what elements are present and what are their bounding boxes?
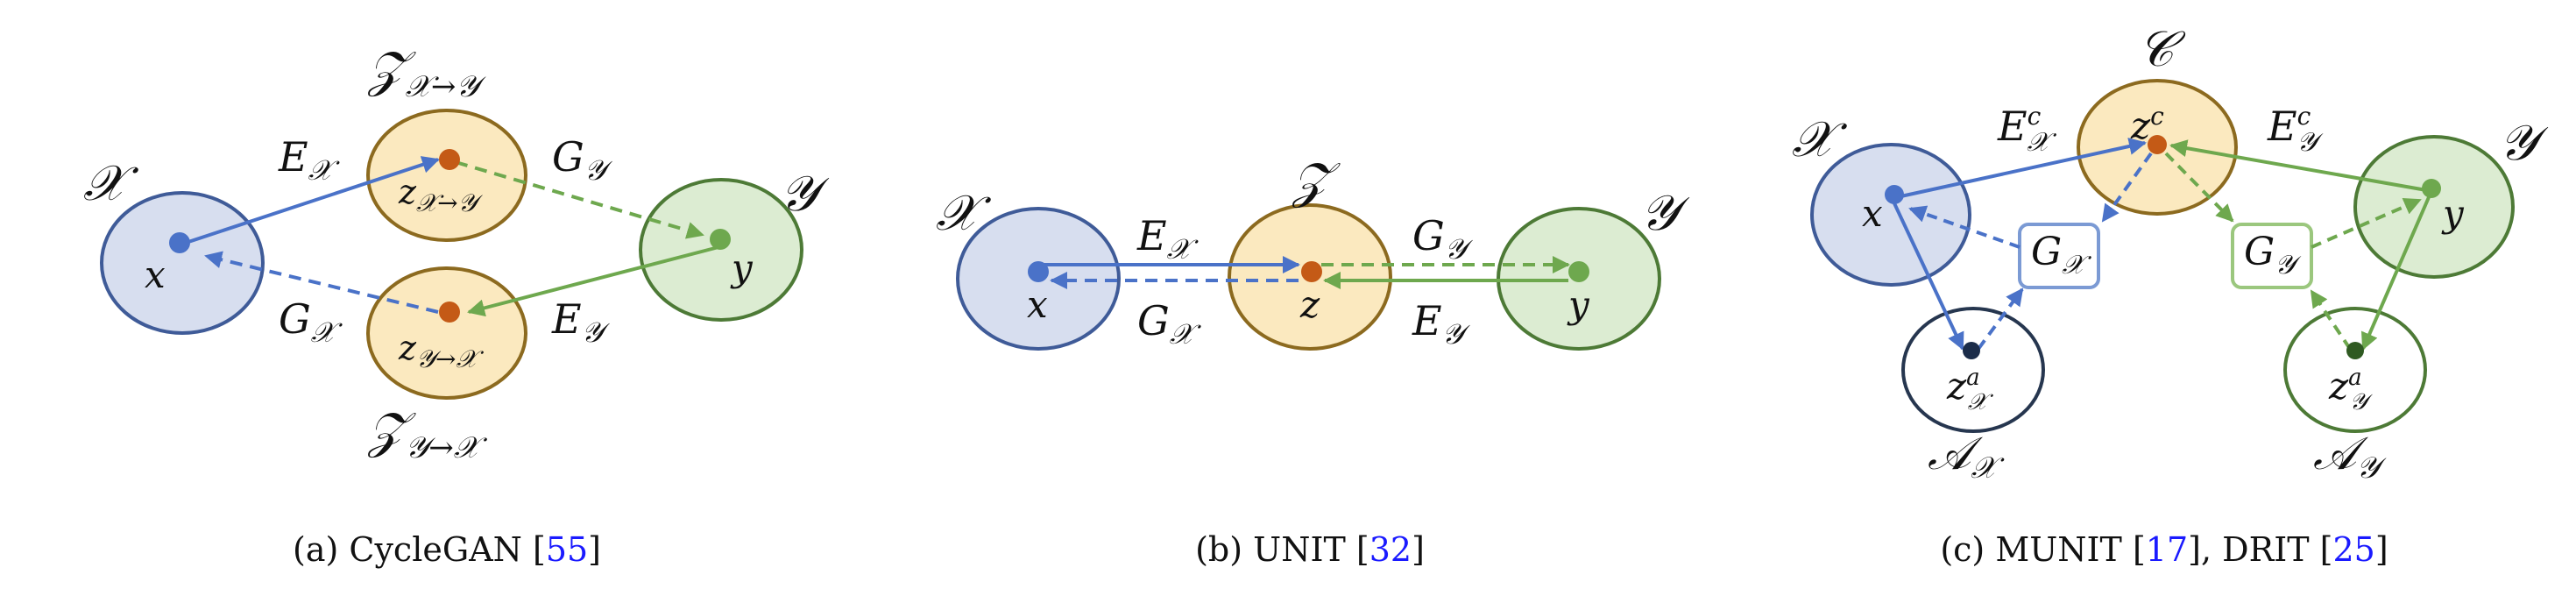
point-y-dot (710, 229, 731, 250)
point-za-y-dot (2346, 342, 2364, 359)
arrow-enc-style-y (2360, 196, 2431, 351)
latent-top-ellipse (366, 109, 527, 242)
style-x-ellipse (1901, 307, 2045, 433)
arrow-gy-to-y (2311, 198, 2422, 249)
panel-a-cyclegan: 𝒳 𝒴 𝒵𝒳→𝒴 𝒵𝒴→𝒳 x y z𝒳→𝒴 z𝒴→𝒳 E𝒳 G𝒴 G𝒳 E𝒴 … (83, 41, 830, 569)
encoder-y-label: E𝒴 (1412, 297, 1471, 351)
latent-z-label: 𝒵 (1292, 153, 1341, 209)
point-z-dot (1301, 261, 1322, 282)
encoder-y-label: E𝒴 (551, 295, 611, 349)
encoder-x-label: E𝒳 (278, 133, 341, 187)
point-zc-dot (2148, 135, 2167, 154)
arrow-style-to-gx (1977, 287, 2024, 351)
point-za-x-dot (1963, 342, 1980, 359)
domain-x-label: 𝒳 (83, 155, 139, 212)
domain-y-label: 𝒴 (780, 166, 830, 223)
citation-17[interactable]: 17 (2146, 530, 2188, 569)
domain-y-ellipse (2353, 135, 2515, 279)
point-x-label: x (1862, 192, 1883, 235)
citation-25[interactable]: 25 (2332, 530, 2374, 569)
generator-x-box (2018, 223, 2100, 289)
caption-c: (c) MUNIT [17], DRIT [25] (1940, 530, 2388, 569)
arrow-enc-style-x (1893, 202, 1964, 351)
arrow-content-to-gx (2101, 152, 2153, 223)
domain-y-ellipse (639, 178, 803, 322)
z-top-label: z𝒳→𝒴 (398, 173, 484, 217)
domain-y-label: 𝒴 (2499, 115, 2549, 172)
arrow-content-to-gy (2164, 152, 2234, 223)
arrow-enc-content-x (1896, 138, 2147, 199)
point-z-label: z (1299, 283, 1320, 326)
point-y-label: y (2441, 192, 2465, 235)
latent-bottom-ellipse (366, 266, 527, 400)
citation-55[interactable]: 55 (546, 530, 588, 569)
point-x-dot (1028, 261, 1049, 282)
citation-32[interactable]: 32 (1369, 530, 1412, 569)
caption-b: (b) UNIT [32] (1195, 530, 1425, 569)
point-x-dot (169, 232, 190, 253)
latent-top-label: 𝒵𝒳→𝒴 (367, 41, 486, 104)
domain-x-ellipse (1810, 143, 1971, 287)
style-set-x-label: 𝒜𝒳 (1928, 428, 2005, 486)
style-set-y-label: 𝒜𝒴 (2313, 428, 2387, 486)
generator-x-label: G𝒳 (279, 295, 343, 349)
z-bottom-label: z𝒴→𝒳 (398, 329, 484, 373)
caption-a: (a) CycleGAN [55] (293, 530, 601, 569)
arrow-gx-to-x (1908, 205, 2020, 249)
point-x-label: x (1027, 283, 1048, 326)
point-x-dot (1885, 185, 1904, 204)
point-y-label: y (730, 246, 754, 289)
point-y-dot (1568, 261, 1589, 282)
panel-b-unit: 𝒳 𝒴 𝒵 x z y E𝒳 G𝒳 G𝒴 E𝒴 (b) UNIT [32] (936, 153, 1690, 569)
domain-y-label: 𝒴 (1640, 185, 1690, 242)
point-y-dot (2422, 179, 2441, 198)
latent-bottom-label: 𝒵𝒴→𝒳 (367, 402, 488, 465)
generator-x-label: G𝒳 (1137, 297, 1202, 351)
point-y-label: y (1567, 283, 1590, 326)
arrow-enc-y (467, 245, 719, 317)
arrow-enc-x (188, 156, 440, 244)
generator-y-label: G𝒴 (1412, 212, 1474, 266)
arrow-enc-content-y (2169, 139, 2432, 193)
generator-y-label: G𝒴 (552, 133, 613, 187)
encoder-x-label: E𝒳 (1136, 212, 1200, 266)
generator-x-label: G𝒳 (2031, 230, 2091, 280)
arrow-gen-y (455, 160, 704, 239)
point-z-top-dot (439, 149, 460, 170)
style-y-ellipse (2283, 307, 2427, 433)
content-set-label: 𝒞 (2138, 21, 2186, 78)
domain-x-ellipse (100, 191, 265, 335)
arrow-style-to-gy (2310, 289, 2352, 351)
generator-y-label: G𝒴 (2244, 230, 2302, 280)
content-code-label: zc (2130, 102, 2164, 147)
point-x-label: x (145, 253, 166, 296)
point-z-bottom-dot (439, 302, 460, 323)
generator-y-box (2231, 223, 2313, 289)
